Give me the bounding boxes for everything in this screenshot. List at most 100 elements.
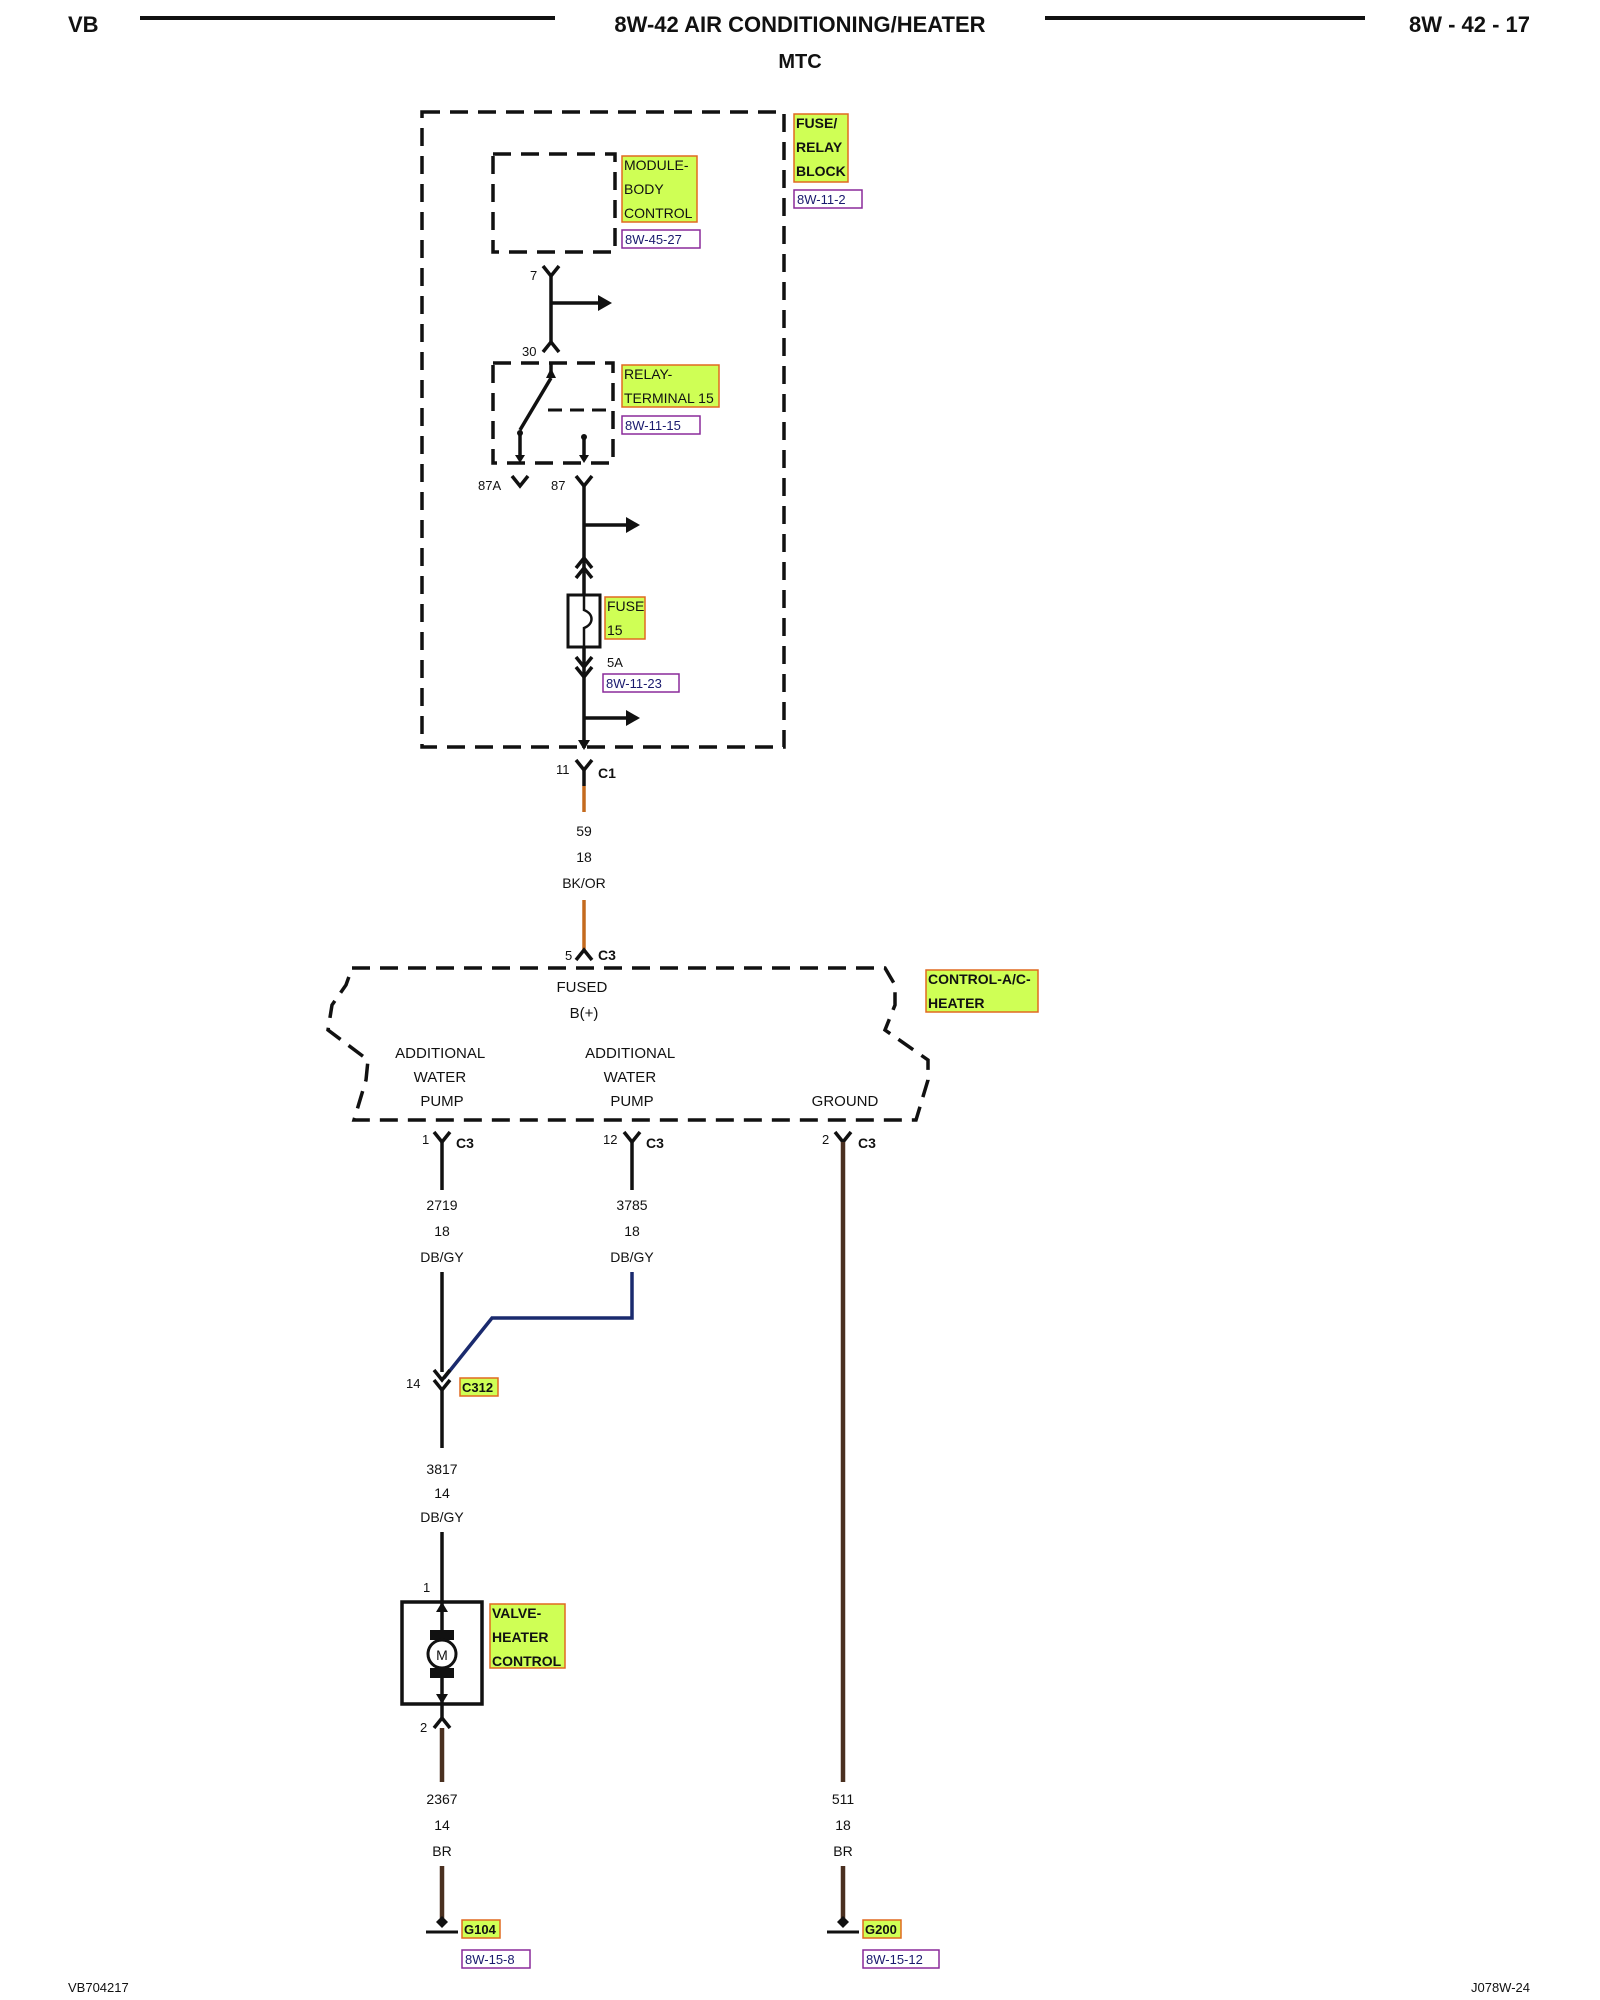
wire-511-color: BR [833, 1843, 852, 1859]
fuse-15-label: FUSE 15 [607, 598, 648, 638]
valve-heater-control-label-bg [489, 1603, 566, 1669]
fuse-element [582, 595, 593, 647]
relay-terminal-15-outline [491, 361, 615, 465]
control-ac-heater-outline [326, 966, 930, 1122]
c3-pin2: 2 [822, 1132, 829, 1147]
g104-label-bg [461, 1919, 501, 1939]
c3-pin1-label: C3 [456, 1135, 474, 1151]
module-body-control-ref[interactable]: 8W-45-27 [625, 232, 682, 247]
wire-3785-lower [442, 1272, 634, 1380]
control-ground-label: GROUND [812, 1093, 879, 1110]
valve-heater-control-label: VALVE- HEATER CONTROL [492, 1605, 562, 1669]
ground-g200-icon [827, 1916, 859, 1934]
relay-87-connector [574, 474, 594, 489]
relay-to-fuse-wire [574, 486, 640, 595]
wire-3817-color: DB/GY [420, 1509, 464, 1525]
g200-label: G200 [865, 1922, 897, 1937]
c312-label-bg [459, 1377, 499, 1397]
wire-2367-color: BR [432, 1843, 451, 1859]
c1-pin: 11 [556, 762, 570, 777]
page-number: 8W - 42 - 17 [1409, 12, 1530, 37]
c3-top-label: C3 [598, 947, 616, 963]
wire-3785-circuit: 3785 [616, 1197, 647, 1213]
wire-3817-gauge: 14 [434, 1485, 450, 1501]
wire-511-circuit: 511 [832, 1791, 855, 1807]
wire-2367-circuit: 2367 [426, 1791, 457, 1807]
wire-3785-gauge: 18 [624, 1223, 640, 1239]
c3-top-connector [574, 947, 594, 962]
fuse-relay-block-ref-box [793, 189, 863, 209]
wire-59-gauge: 18 [576, 849, 592, 865]
control-pump1-label: ADDITIONAL WATER PUMP [395, 1045, 489, 1110]
relay-terminal-15-ref-box [621, 415, 701, 435]
valve-motor-label: M [436, 1647, 448, 1663]
wire-2719-circuit: 2719 [426, 1197, 457, 1213]
module-body-control-ref-box [621, 229, 701, 249]
valve-motor-symbol [426, 1585, 458, 1720]
control-fused-label: FUSED B(+) [556, 979, 611, 1022]
g104-label: G104 [464, 1922, 497, 1937]
fuse-15-ref[interactable]: 8W-11-23 [606, 676, 662, 691]
c3-pin12-label: C3 [646, 1135, 664, 1151]
wire-511-gauge: 18 [835, 1817, 851, 1833]
g104-ref-box [461, 1949, 531, 1969]
relay-pin-87a: 87A [478, 478, 501, 493]
g200-ref-box [862, 1949, 940, 1969]
module-to-relay-wire [541, 264, 612, 354]
c312-pin: 14 [406, 1376, 420, 1391]
fuse-relay-block-outline [420, 110, 786, 749]
fuse-to-c1-wire [574, 647, 640, 750]
control-pump2-label: ADDITIONAL WATER PUMP [585, 1045, 679, 1110]
wire-3817-circuit: 3817 [426, 1461, 457, 1477]
relay-switch [515, 363, 612, 463]
module-pin-7: 7 [530, 268, 537, 283]
relay-pin-30: 30 [522, 344, 536, 359]
c312-connector-a [432, 1368, 452, 1383]
wire-59-color: BK/OR [562, 875, 606, 891]
g104-ref[interactable]: 8W-15-8 [465, 1952, 515, 1967]
wire-2367-gauge: 14 [434, 1817, 450, 1833]
module-body-control-label: MODULE- BODY CONTROL [624, 157, 693, 221]
c3-pin12-connector [622, 1130, 642, 1145]
page-title: 8W-42 AIR CONDITIONING/HEATER [614, 12, 985, 37]
c3-top-pin: 5 [565, 948, 572, 963]
relay-pin-87: 87 [551, 478, 565, 493]
c1-label: C1 [598, 765, 616, 781]
header-left: VB [68, 12, 99, 37]
module-body-control-label-bg [621, 155, 698, 223]
c1-connector [574, 758, 594, 773]
relay-terminal-15-label: RELAY- TERMINAL 15 [624, 366, 714, 406]
wire-59-circuit: 59 [576, 823, 592, 839]
relay-87a-connector [510, 474, 530, 489]
c3-pin2-connector [833, 1130, 853, 1145]
fuse-relay-block-label: FUSE/ RELAY BLOCK [796, 115, 846, 179]
fuse-15-ref-box [602, 673, 680, 693]
page-subtitle: MTC [778, 51, 821, 73]
wire-3785-color: DB/GY [610, 1249, 654, 1265]
c3-pin1: 1 [422, 1132, 429, 1147]
control-ac-heater-label: CONTROL-A/C- HEATER [928, 971, 1035, 1011]
control-ac-heater-label-bg [925, 969, 1039, 1013]
module-body-control-outline [491, 152, 617, 254]
valve-pin-1: 1 [423, 1580, 430, 1595]
relay-terminal-15-ref[interactable]: 8W-11-15 [625, 418, 681, 433]
wire-2719-color: DB/GY [420, 1249, 464, 1265]
wire-2719-gauge: 18 [434, 1223, 450, 1239]
fuse-15-label-bg [604, 596, 646, 640]
relay-terminal-15-label-bg [621, 364, 720, 408]
ground-g104-icon [426, 1916, 458, 1934]
fuse-relay-block-ref[interactable]: 8W-11-2 [797, 192, 846, 207]
g200-label-bg [862, 1919, 902, 1939]
valve-pin-2: 2 [420, 1720, 427, 1735]
c312-label: C312 [462, 1380, 493, 1395]
fuse-relay-block-label-bg [793, 113, 849, 183]
fuse-15-rating: 5A [607, 655, 623, 670]
c3-pin12: 12 [603, 1132, 617, 1147]
footer-right: J078W-24 [1471, 1980, 1530, 1995]
c3-pin2-label: C3 [858, 1135, 876, 1151]
g200-ref[interactable]: 8W-15-12 [866, 1952, 923, 1967]
footer-left: VB704217 [68, 1980, 129, 1995]
valve-pin2-connector [432, 1715, 452, 1730]
c3-pin1-connector [432, 1130, 452, 1145]
